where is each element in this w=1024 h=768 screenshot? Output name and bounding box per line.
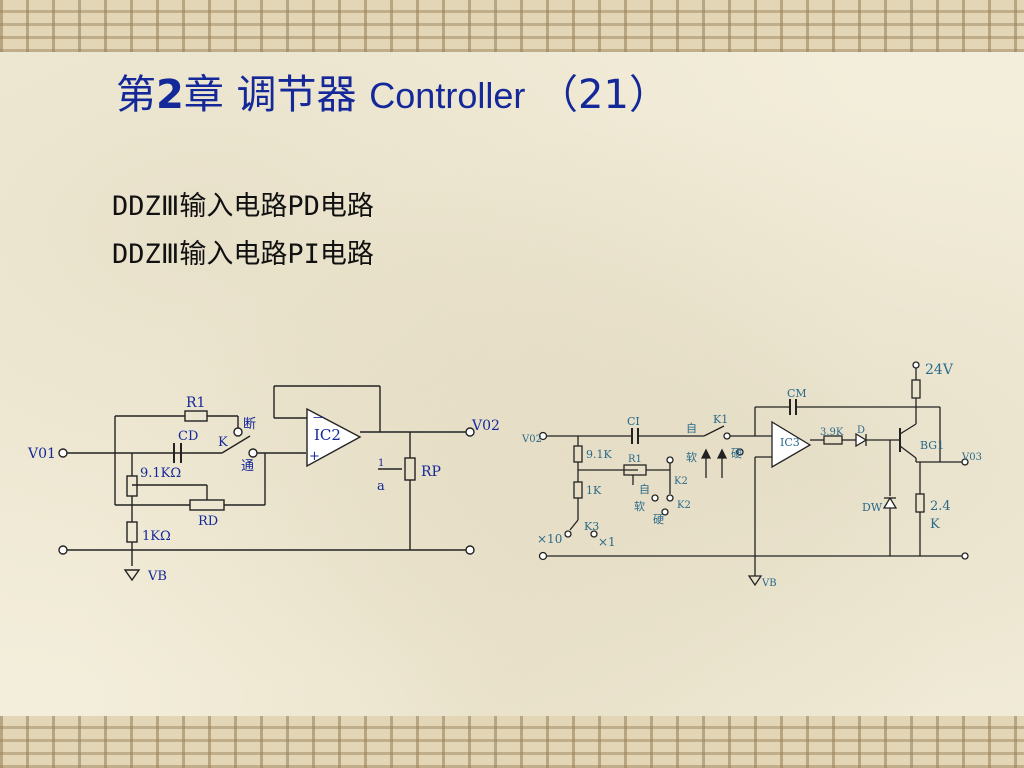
body-line-pd: DDZⅢ输入电路PD电路 <box>112 191 374 222</box>
pi-k2-label-1: K2 <box>674 476 688 487</box>
pd-91k-label: 9.1KΩ <box>140 466 181 481</box>
pi-24v-label: 24V <box>925 362 954 378</box>
pi-r1-label: R1 <box>628 454 642 465</box>
slide-title: 第2章 调节器 Controller （21） <box>116 62 669 120</box>
pi-cm-label: CM <box>787 387 807 400</box>
pi-zi-label-1: 自 <box>686 422 697 435</box>
pd-rp-resistor <box>404 457 416 481</box>
pi-24-label: 2.4 <box>930 499 951 514</box>
pd-v02-terminal <box>465 427 475 437</box>
pi-ruan-label-2: 软 <box>634 499 645 513</box>
pd-a-label: a <box>377 479 385 494</box>
pi-bg1-label: BG1 <box>920 439 944 452</box>
pd-vb-ground-symbol <box>123 569 141 582</box>
pd-rp-label: RP <box>421 464 441 480</box>
pd-tong-label: 通 <box>241 459 254 474</box>
pd-r1-resistor <box>184 410 208 422</box>
pd-vb-label: VB <box>147 569 167 584</box>
pd-r1-label: R1 <box>186 395 205 411</box>
pi-1k-label: 1K <box>586 484 602 497</box>
pi-opamp-ic3 <box>771 420 812 469</box>
pi-d-label: D <box>857 425 865 436</box>
pd-1k-label: 1KΩ <box>142 529 171 544</box>
body-line-pi: DDZⅢ输入电路PI电路 <box>112 239 374 270</box>
pi-91k-label: 9.1K <box>586 448 612 461</box>
pd-duan-contact <box>233 427 243 437</box>
pd-circuit <box>58 385 475 582</box>
pi-zi-label-2: 自 <box>639 483 650 496</box>
pd-rd-label: RD <box>198 514 218 529</box>
pi-24k-unit-label: K <box>930 517 940 532</box>
pi-v02-terminal <box>538 431 548 441</box>
title-suffix: （21） <box>525 72 669 118</box>
pd-v02-label: V02 <box>471 418 500 434</box>
top-border-band <box>0 0 1024 52</box>
pi-vb-label: VB <box>761 578 777 589</box>
pi-ruan-label-1: 软 <box>686 450 697 464</box>
pd-cd-label: CD <box>178 429 198 444</box>
pi-circuit <box>538 361 969 587</box>
pd-k-label: K <box>218 435 228 450</box>
pi-ic3-label: IC3 <box>780 436 800 449</box>
pd-ic2-label: IC2 <box>314 426 341 444</box>
pi-k3-label: K3 <box>584 520 599 533</box>
title-chapter: 章 调节器 <box>183 72 370 118</box>
pi-ci-label: CI <box>627 415 640 428</box>
title-number: 2 <box>156 72 184 118</box>
pi-x1-label: ×1 <box>598 535 616 549</box>
pi-ying-label-2: 硬 <box>653 513 664 526</box>
pi-k2-label-2: K2 <box>677 500 691 511</box>
pi-v03-label: V03 <box>961 452 982 463</box>
pi-v02-label: V02 <box>521 434 542 445</box>
pi-dw-label: DW <box>862 501 883 514</box>
pd-opamp-plus: + <box>309 449 320 464</box>
pi-39k-label: 3.9K <box>820 427 844 438</box>
title-english: Controller <box>369 75 526 116</box>
pi-vb-ground-symbol <box>747 575 763 587</box>
pd-opamp-ic2 <box>306 407 362 468</box>
pd-v01-label: V01 <box>27 446 56 462</box>
bottom-border-band <box>0 716 1024 768</box>
title-prefix: 第 <box>116 72 156 118</box>
pd-tong-contact <box>248 448 258 458</box>
pd-opamp-minus: — <box>313 410 325 424</box>
pi-ying-label-1: 硬 <box>731 447 742 460</box>
pd-duan-label: 断 <box>243 417 256 432</box>
pi-k1-label: K1 <box>713 413 728 426</box>
pd-v01-terminal <box>58 448 68 458</box>
pi-v03-terminal <box>961 458 969 466</box>
pd-one-label: 1 <box>378 458 384 469</box>
pi-x10-label: ×10 <box>537 532 562 546</box>
